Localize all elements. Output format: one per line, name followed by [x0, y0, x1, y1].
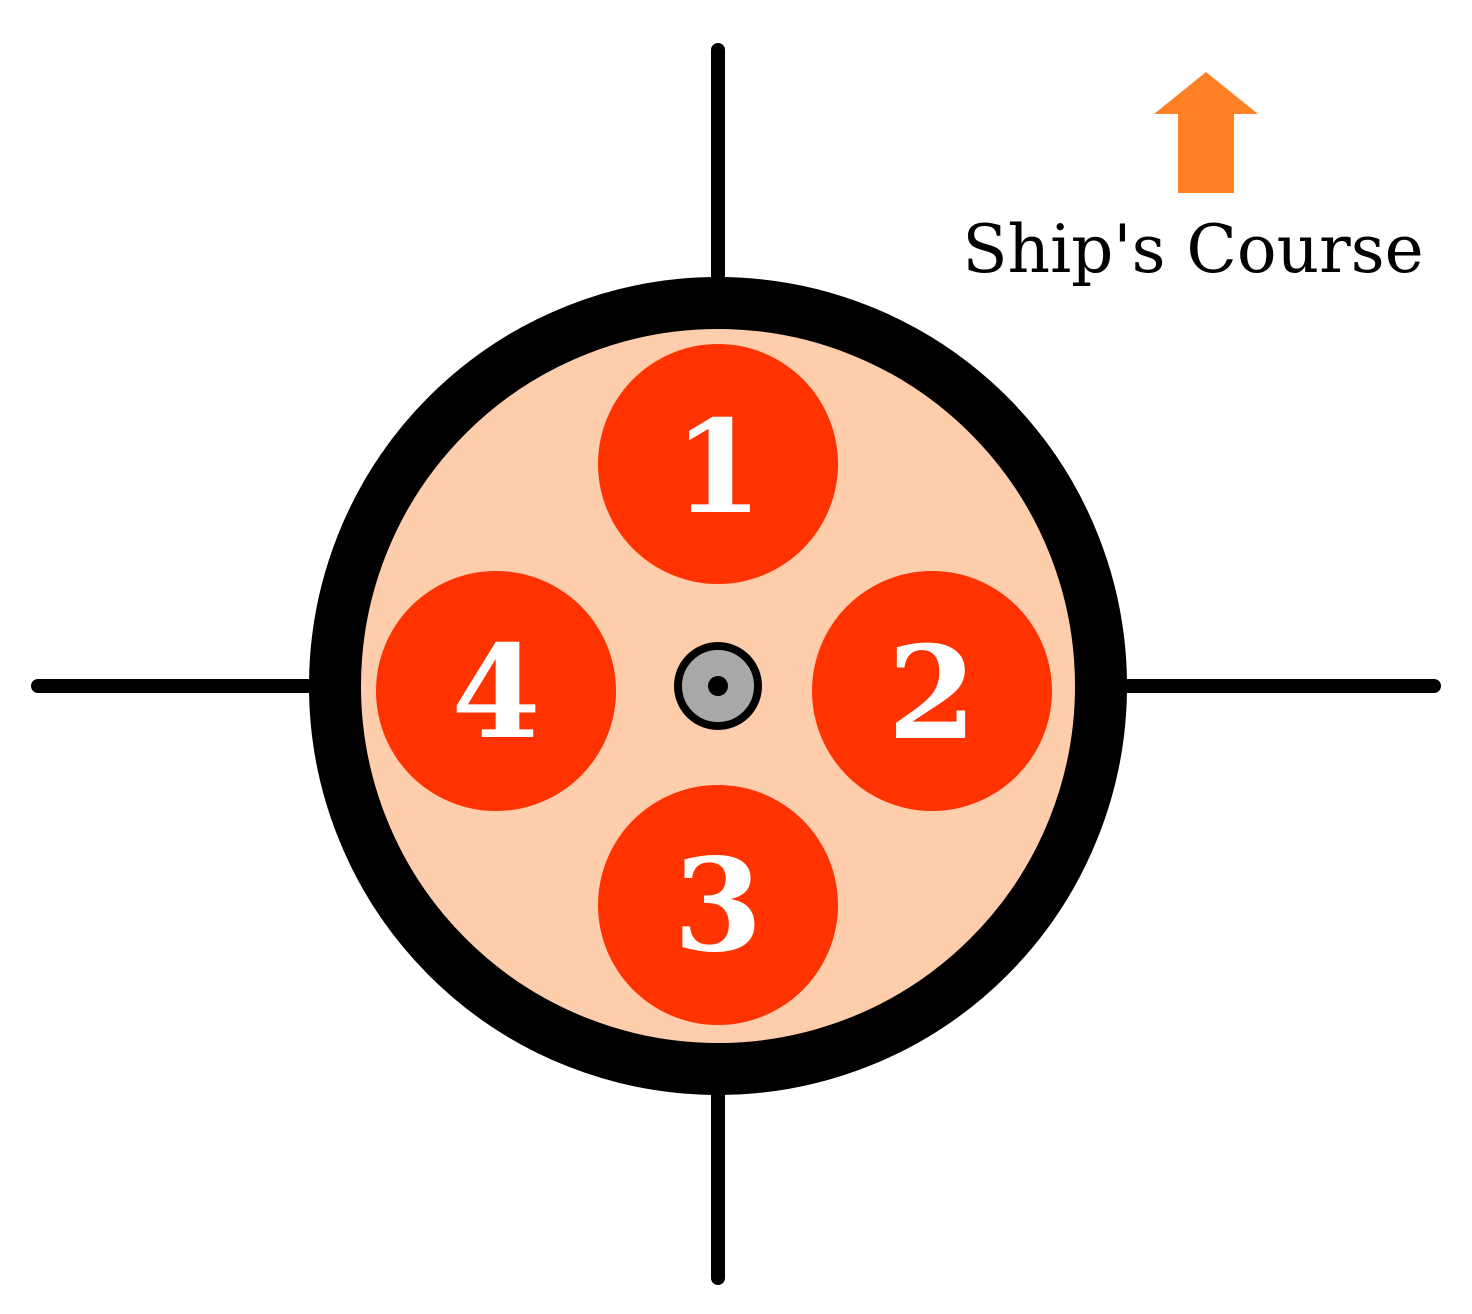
cell-3-label: 3	[673, 831, 762, 981]
cell-1-circle	[598, 344, 838, 584]
cell-4-label: 4	[451, 618, 540, 768]
ships-course-label: Ship's Course	[962, 211, 1423, 288]
cell-2-circle	[812, 571, 1052, 811]
cell-2-label: 2	[887, 619, 976, 769]
cell-4: 4	[376, 571, 616, 811]
up-arrow-icon	[1154, 72, 1258, 193]
center-hub-dot	[708, 676, 728, 696]
cell-1-label: 1	[673, 393, 762, 543]
cell-2: 2	[812, 571, 1052, 811]
cell-4-circle	[376, 571, 616, 811]
cell-1: 1	[598, 344, 838, 584]
cell-3: 3	[598, 785, 838, 1025]
cell-3-circle	[598, 785, 838, 1025]
